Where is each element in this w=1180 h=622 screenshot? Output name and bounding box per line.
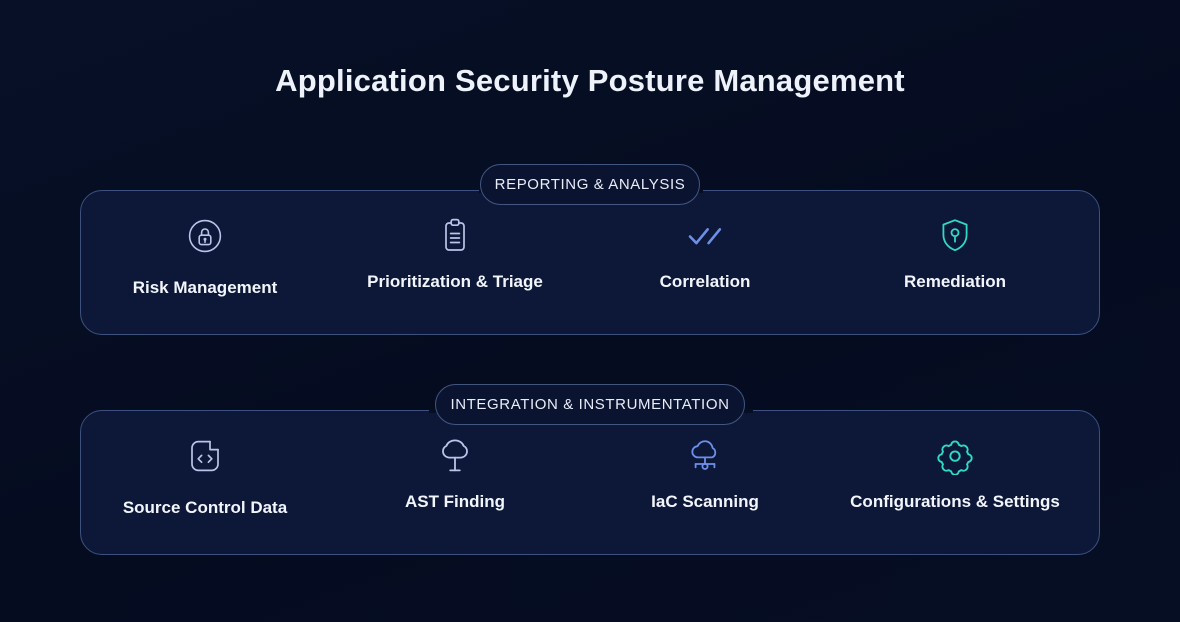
item-prioritization-triage[interactable]: Prioritization & Triage [330, 216, 580, 298]
cloud-network-icon [686, 436, 724, 476]
page-title: Application Security Posture Management [275, 63, 905, 98]
section-pill-label: REPORTING & ANALYSIS [494, 176, 686, 193]
item-label: Prioritization & Triage [367, 272, 543, 291]
item-label: Risk Management [132, 278, 278, 297]
item-iac-scanning[interactable]: IaC Scanning [580, 436, 830, 518]
item-row-reporting-analysis: Risk Management Prioritization & Triage … [80, 216, 1100, 298]
item-remediation[interactable]: Remediation [830, 216, 1080, 298]
item-label: Configurations & Settings [850, 492, 1060, 511]
gear-icon [936, 436, 974, 476]
section-pill-integration-instrumentation: INTEGRATION & INSTRUMENTATION [435, 384, 745, 425]
item-correlation[interactable]: Correlation [580, 216, 830, 298]
shield-key-icon [938, 216, 972, 256]
item-ast-finding[interactable]: AST Finding [330, 436, 580, 518]
section-pill-reporting-analysis: REPORTING & ANALYSIS [480, 164, 700, 205]
item-label: Remediation [903, 272, 1007, 291]
tree-icon [438, 436, 472, 476]
section-pill-label: INTEGRATION & INSTRUMENTATION [450, 396, 730, 413]
item-configurations-settings[interactable]: Configurations & Settings [830, 436, 1080, 518]
item-label: AST Finding [404, 492, 506, 511]
item-source-control-data[interactable]: Source Control Data [80, 436, 330, 518]
clipboard-icon [438, 216, 472, 256]
item-label: Correlation [659, 272, 751, 291]
lock-circle-icon [186, 216, 224, 256]
item-label: IaC Scanning [651, 492, 759, 511]
item-label: Source Control Data [122, 498, 288, 517]
double-check-icon [686, 216, 724, 256]
item-risk-management[interactable]: Risk Management [80, 216, 330, 298]
item-row-integration-instrumentation: Source Control Data AST Finding [80, 436, 1100, 518]
code-file-icon [186, 436, 224, 476]
